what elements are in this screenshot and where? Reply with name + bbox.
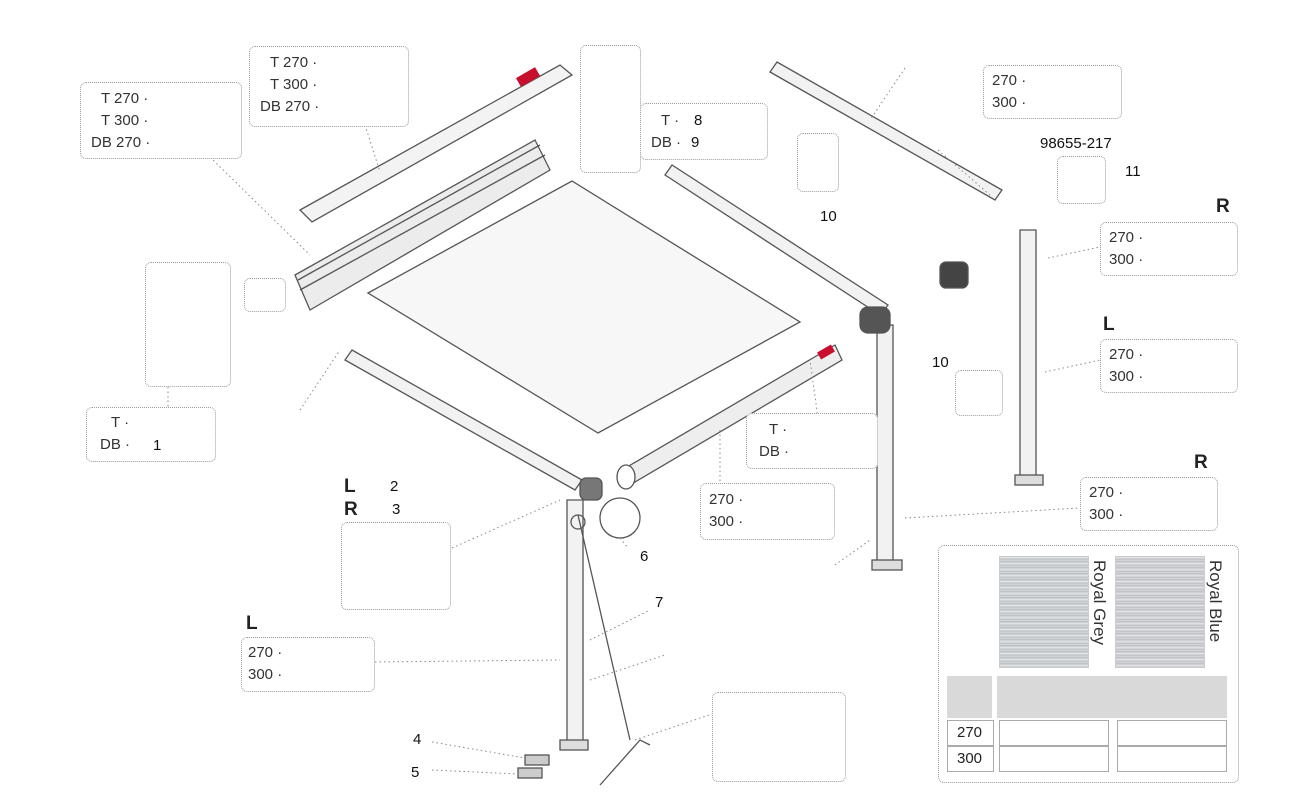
callout-front-cover: T 270 T 300 DB 270 — [249, 46, 409, 127]
callout-line: T — [111, 414, 129, 432]
side-marker-R-bottom: R — [1194, 452, 1208, 473]
part-number-10a: 10 — [820, 208, 837, 225]
callout-strap-kit — [712, 692, 846, 782]
callout-line: T — [661, 112, 679, 130]
part-number-8: 8 — [694, 112, 703, 129]
callout-line: T 300 — [101, 112, 148, 130]
table-row-label: 300 — [947, 746, 994, 772]
callout-line: 300 — [1109, 368, 1143, 386]
callout-left-end-cap-parts — [145, 262, 231, 387]
callout-line: DB — [651, 134, 681, 152]
swatch-royal-grey[interactable] — [999, 556, 1089, 668]
callout-part-11 — [1057, 156, 1106, 204]
part-number-4: 4 — [413, 731, 422, 748]
part-code: 98655-217 — [1040, 135, 1112, 152]
callout-bracket-b — [955, 370, 1003, 416]
callout-line: 270 — [1109, 346, 1143, 364]
support-brace — [577, 514, 651, 786]
part-number-7: 7 — [655, 594, 664, 611]
callout-right-leg-bottom: 270 300 — [1080, 477, 1218, 531]
callout-bracket-left — [244, 278, 286, 312]
fabric-panel: Royal Grey Royal Blue 270 300 — [938, 545, 1239, 783]
left-leg-part — [566, 499, 584, 746]
callout-line: 270 — [1089, 484, 1123, 502]
callout-line: 270 — [248, 644, 282, 662]
table-cell[interactable] — [1117, 746, 1227, 772]
row-label-270: 270 — [957, 724, 983, 741]
callout-line: T 270 — [101, 90, 148, 108]
cassette-part — [294, 139, 551, 311]
front-cover-part — [298, 64, 574, 223]
callout-line: DB — [100, 436, 130, 454]
callout-line: DB 270 — [260, 98, 319, 116]
part-number-5: 5 — [411, 764, 420, 781]
callout-front-bar: T DB — [746, 413, 878, 469]
callout-line: 270 — [992, 72, 1026, 90]
table-cell[interactable] — [999, 720, 1109, 746]
row-label-300: 300 — [957, 750, 983, 767]
callout-bracket-a — [797, 133, 839, 192]
callout-line: T — [769, 421, 787, 439]
side-marker-L-left: L — [246, 613, 258, 634]
part-number-10b: 10 — [932, 354, 949, 371]
brand-badge — [515, 67, 541, 87]
part-number-9: 9 — [691, 134, 700, 151]
callout-left-end-cap: T DB 1 — [86, 407, 216, 462]
side-marker-R3: R — [344, 499, 358, 520]
swatch-label-royal-grey: Royal Grey — [1090, 560, 1109, 646]
table-header-left — [947, 676, 992, 718]
table-cell[interactable] — [1117, 720, 1227, 746]
part-number-6: 6 — [640, 548, 649, 565]
side-marker-L2: L — [344, 476, 356, 497]
callout-line: 300 — [992, 94, 1026, 112]
side-marker-R: R — [1216, 196, 1230, 217]
callout-left-leg: 270 300 — [241, 637, 375, 692]
right-front-leg-part — [876, 324, 894, 566]
part-number-11: 11 — [1125, 163, 1141, 180]
right-arm-part — [664, 164, 889, 316]
table-row-label: 270 — [947, 720, 994, 746]
callout-line: 300 — [1109, 251, 1143, 269]
part-number-2: 2 — [390, 478, 399, 495]
fabric-sheet — [366, 180, 802, 434]
swatch-royal-blue[interactable] — [1115, 556, 1205, 668]
callout-line: T 270 — [270, 54, 317, 72]
callout-right-end-cap-parts — [580, 45, 641, 173]
callout-joint-kit — [341, 522, 451, 610]
callout-line: 300 — [1089, 506, 1123, 524]
callout-line: 300 — [709, 513, 743, 531]
callout-right-leg-mid: 270 300 — [1100, 339, 1238, 393]
part-number-3: 3 — [392, 501, 401, 518]
table-cell[interactable] — [999, 746, 1109, 772]
callout-front-arm: 270 300 — [700, 483, 835, 540]
callout-line: 270 — [1109, 229, 1143, 247]
callout-line: 270 — [709, 491, 743, 509]
standalone-leg-part — [1019, 229, 1037, 481]
callout-line: 300 — [248, 666, 282, 684]
callout-line: T 300 — [270, 76, 317, 94]
rear-arm-part — [769, 61, 1003, 201]
callout-line: DB — [759, 443, 789, 461]
table-header-right — [997, 676, 1227, 718]
callout-right-end-cap: T 8 DB 9 — [640, 103, 768, 160]
callout-right-leg-top: 270 300 — [1100, 222, 1238, 276]
side-marker-L: L — [1103, 314, 1115, 335]
callout-line: DB 270 — [91, 134, 150, 152]
part-number-1: 1 — [153, 437, 162, 454]
swatch-label-royal-blue: Royal Blue — [1206, 560, 1225, 643]
callout-cassette: T 270 T 300 DB 270 — [80, 82, 242, 159]
callout-rear-arm: 270 300 — [983, 65, 1122, 119]
